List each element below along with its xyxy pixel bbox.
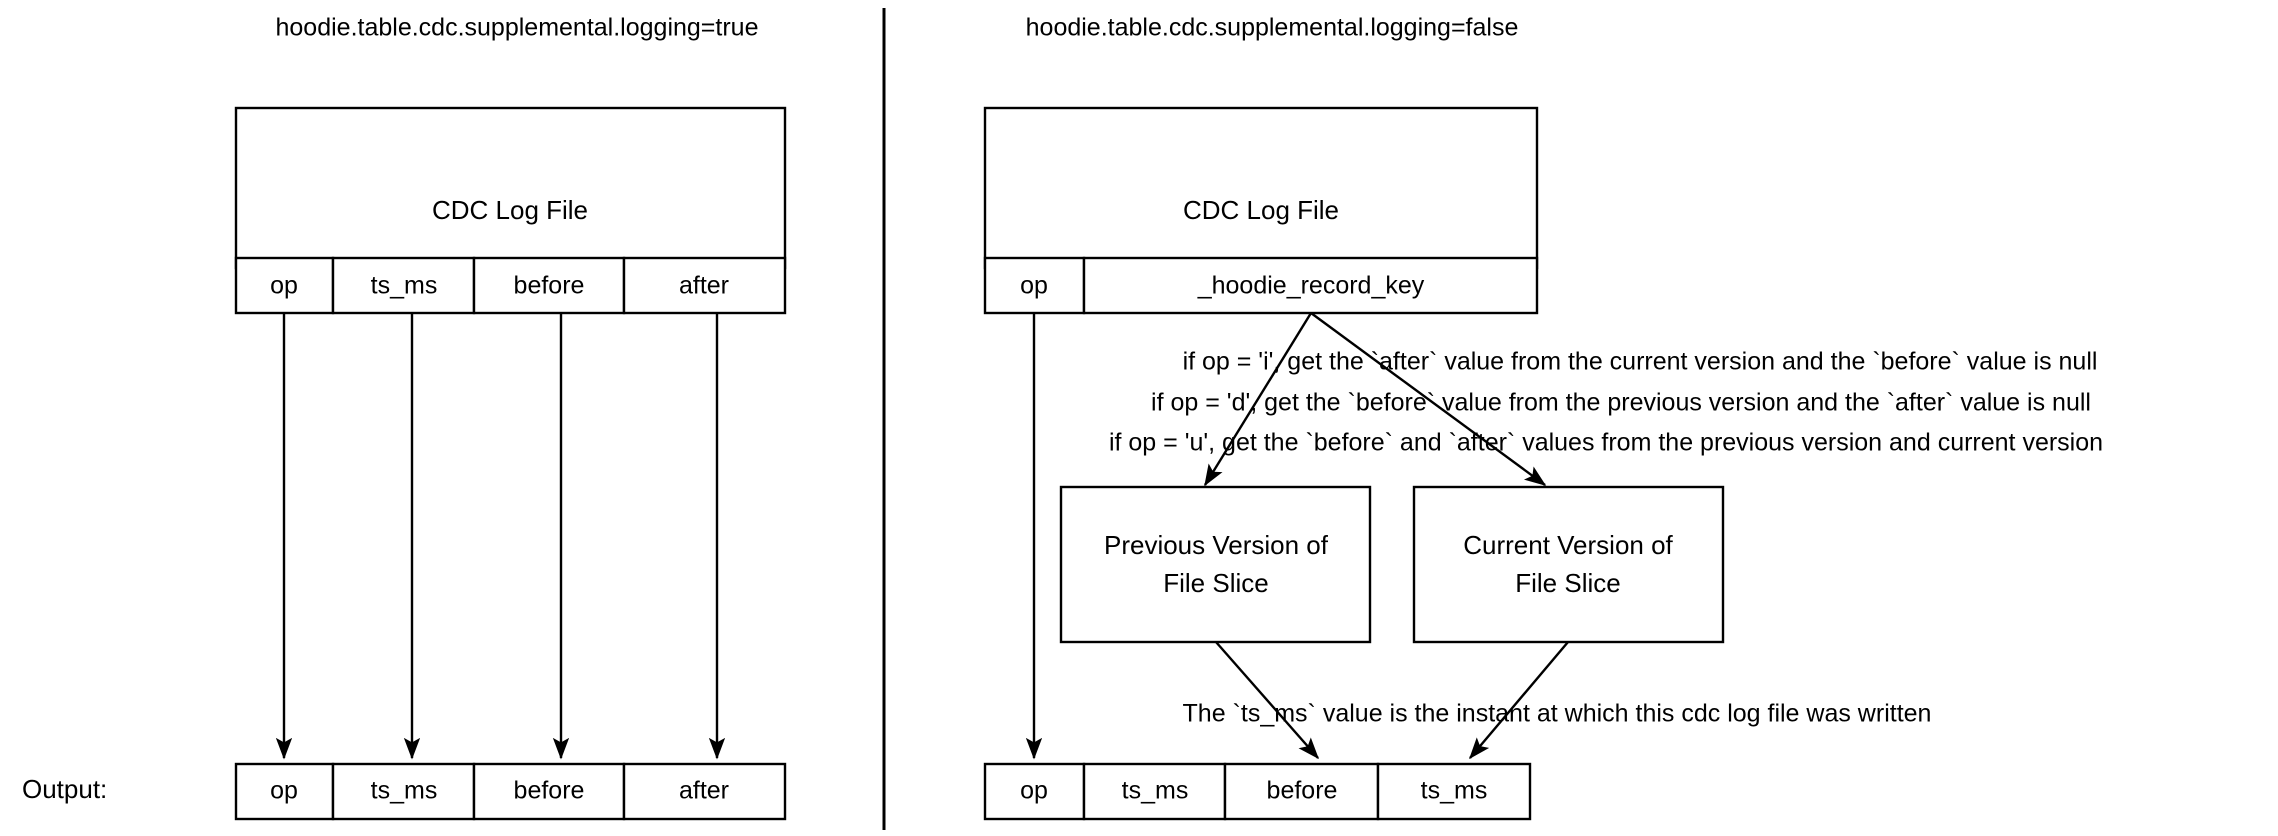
left-output-label: Output: bbox=[22, 774, 107, 804]
right-output-cell-op-label: op bbox=[1020, 777, 1048, 805]
previous-version-file-slice-box bbox=[1059, 485, 1372, 644]
right-schema-cell-op-label: op bbox=[1020, 272, 1048, 300]
left-schema-cell-op-label: op bbox=[270, 272, 298, 300]
right-schema-cell-hoodie-record-key bbox=[1082, 256, 1539, 315]
left-output-cell-after bbox=[622, 762, 787, 821]
right-output-cell-ts-ms-label: ts_ms bbox=[1122, 777, 1189, 805]
left-schema-cell-ts-ms bbox=[331, 256, 476, 315]
right-cdc-log-file-label: CDC Log File bbox=[1183, 195, 1339, 225]
previous-version-to-output-arrow bbox=[1215, 641, 1319, 760]
left-schema-cell-after bbox=[622, 256, 787, 315]
left-cdc-log-file-label: CDC Log File bbox=[432, 195, 588, 225]
right-branch-arrow-previous-version bbox=[1203, 312, 1313, 487]
right-output-cell-before bbox=[1223, 762, 1380, 821]
right-output-cell-op bbox=[983, 762, 1086, 821]
left-schema-cell-after-label: after bbox=[679, 272, 729, 300]
current-version-file-slice-label-line1: Current Version of bbox=[1463, 530, 1673, 560]
left-schema-cell-before-label: before bbox=[514, 272, 585, 300]
left-output-cell-before-label: before bbox=[514, 777, 585, 805]
previous-version-file-slice-label-line2: File Slice bbox=[1163, 568, 1268, 598]
current-version-to-output-arrow bbox=[1469, 641, 1569, 760]
right-branch-arrow-current-version bbox=[1310, 312, 1547, 486]
left-schema-cell-op bbox=[234, 256, 335, 315]
current-version-file-slice-box bbox=[1412, 485, 1725, 644]
left-schema-cell-ts-ms-label: ts_ms bbox=[371, 272, 438, 300]
right-rule-line-insert: if op = 'i', get the `after` value from … bbox=[1183, 348, 2098, 376]
right-output-cell-ts-ms-2 bbox=[1376, 762, 1532, 821]
left-output-cell-ts-ms bbox=[331, 762, 476, 821]
previous-version-file-slice-label-line1: Previous Version of bbox=[1104, 530, 1329, 560]
left-panel-title: hoodie.table.cdc.supplemental.logging=tr… bbox=[276, 14, 759, 42]
left-schema-cell-before bbox=[472, 256, 626, 315]
right-rule-line-update: if op = 'u', get the `before` and `after… bbox=[1109, 429, 2103, 457]
right-output-cell-ts-ms-2-label: ts_ms bbox=[1421, 777, 1488, 805]
current-version-file-slice-label-line2: File Slice bbox=[1515, 568, 1620, 598]
right-schema-cell-hoodie-record-key-label: _hoodie_record_key bbox=[1197, 272, 1425, 300]
right-panel-title: hoodie.table.cdc.supplemental.logging=fa… bbox=[1026, 14, 1519, 42]
right-ts-ms-note: The `ts_ms` value is the instant at whic… bbox=[1183, 700, 1932, 728]
right-rule-line-delete: if op = 'd', get the `before` value from… bbox=[1151, 389, 2091, 417]
left-output-cell-op-label: op bbox=[270, 777, 298, 805]
right-output-cell-before-label: before bbox=[1267, 777, 1338, 805]
left-output-cell-ts-ms-label: ts_ms bbox=[371, 777, 438, 805]
right-schema-cell-op bbox=[983, 256, 1086, 315]
left-output-cell-after-label: after bbox=[679, 777, 729, 805]
left-cdc-log-file-box bbox=[234, 106, 787, 270]
right-cdc-log-file-box bbox=[983, 106, 1539, 270]
